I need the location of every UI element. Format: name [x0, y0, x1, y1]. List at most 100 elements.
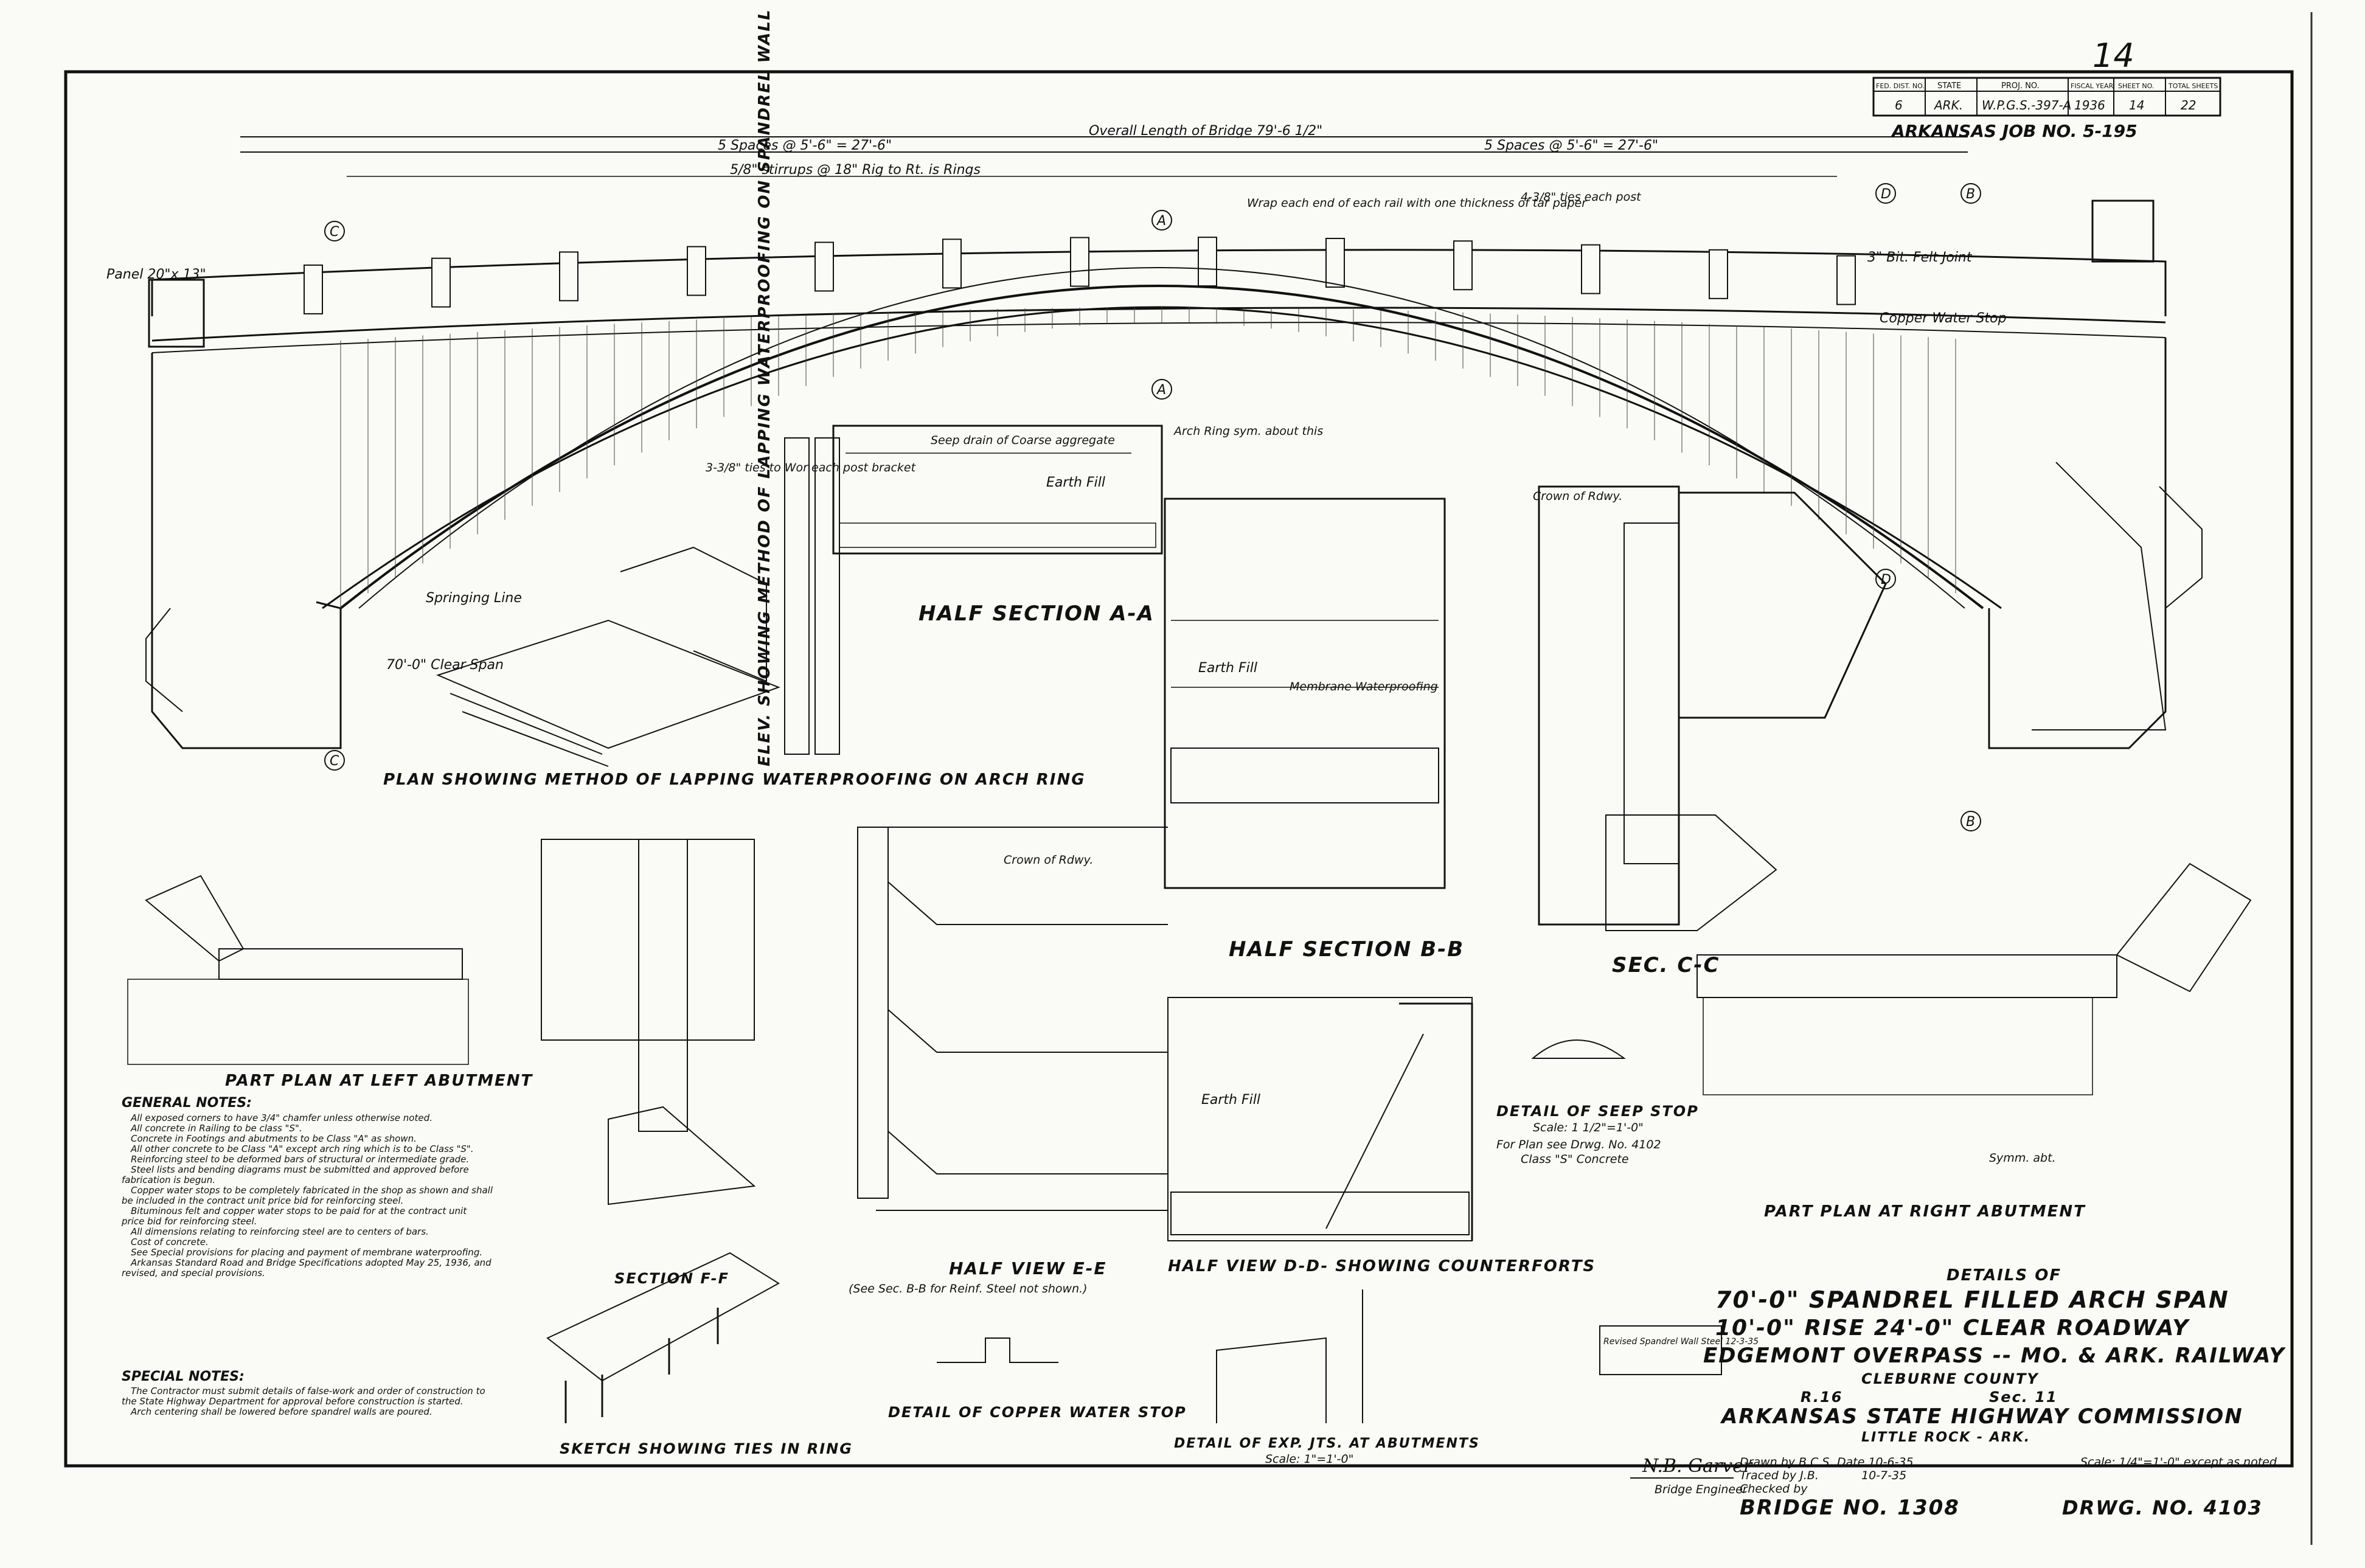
railing-post	[1581, 244, 1600, 294]
part-plan-right-title: PART PLAN AT RIGHT ABUTMENT	[1764, 1202, 2086, 1221]
railing-post	[814, 241, 834, 292]
stirrups-note: 5/8" stirrups @ 18" Rig to Rt. is Rings	[730, 162, 981, 178]
sheet-number: 14	[2092, 36, 2134, 75]
tb-value-2: W.P.G.S.-397-A	[1982, 98, 2071, 113]
crown-cc: Crown of Rdwy.	[1533, 490, 1622, 503]
drwg-no: DRWG. NO. 4103	[2062, 1496, 2263, 1519]
general-note-line: Steel lists and bending diagrams must be…	[122, 1164, 469, 1185]
job-number: ARKANSAS JOB NO. 5-195	[1891, 121, 2138, 141]
tb-header-3: FISCAL YEAR	[2071, 82, 2114, 90]
general-note-line: All exposed corners to have 3/4" chamfer…	[130, 1112, 432, 1123]
tb-value-1: ARK.	[1933, 98, 1963, 113]
outer-border	[64, 70, 2294, 1468]
engineer: Bridge Engineer	[1655, 1483, 1748, 1496]
svg-text:B: B	[1966, 814, 1975, 830]
bridge-elevation: Overall Length of Bridge 79'-6 1/2" 5 Sp…	[106, 123, 2203, 831]
special-note-line: The Contractor must submit details of fa…	[122, 1386, 485, 1407]
right-abutment-detail	[1679, 462, 2167, 730]
seep-stop-detail: DETAIL OF SEEP STOP Scale: 1 1/2"=1'-0" …	[1496, 1039, 1699, 1166]
spaces-right: 5 Spaces @ 5'-6" = 27'-6"	[1484, 138, 1658, 153]
svg-text:A: A	[1156, 213, 1166, 229]
svg-text:B: B	[1966, 187, 1975, 202]
section-cc: Crown of Rdwy. SEC. C-C	[1533, 485, 1777, 977]
tb-value-4: 14	[2129, 98, 2144, 113]
left-abutment-section	[541, 839, 756, 1205]
title-block-table: FED. DIST. NO. STATE PROJ. NO. FISCAL YE…	[1872, 77, 2221, 117]
part-plan-right: Symm. abt. PART PLAN AT RIGHT ABUTMENT	[1696, 862, 2252, 1221]
general-note-line: All concrete in Railing to be class "S".	[130, 1123, 302, 1134]
plan-lapping-sketch: PLAN SHOWING METHOD OF LAPPING WATERPROO…	[383, 546, 1085, 789]
general-note-line: Copper water stops to be completely fabr…	[122, 1185, 493, 1206]
exp-jts-scale: Scale: 1"=1'-0"	[1265, 1452, 1353, 1466]
railing-post	[1836, 255, 1856, 305]
railing-post	[431, 257, 451, 308]
half-section-aa-title: HALF SECTION A-A	[919, 602, 1155, 626]
copper-stop-detail: DETAIL OF COPPER WATER STOP	[888, 1337, 1187, 1421]
svg-text:A: A	[1156, 383, 1166, 398]
svg-text:D: D	[1881, 572, 1891, 588]
general-note-line: Arkansas Standard Road and Bridge Specif…	[122, 1257, 491, 1278]
elev-lapping-title: ELEV. SHOWING METHOD OF LAPPING WATERPRO…	[755, 9, 774, 766]
half-view-ee-sub: (See Sec. B-B for Reinf. Steel not shown…	[849, 1282, 1088, 1296]
traced-by: Traced by J.B.	[1740, 1469, 1819, 1482]
general-note-line: Reinforcing steel to be deformed bars of…	[131, 1154, 469, 1165]
seep-stop-title: DETAIL OF SEEP STOP	[1496, 1103, 1699, 1120]
drawing-title-block: DETAILS OF 70'-0" SPANDREL FILLED ARCH S…	[1630, 1266, 2286, 1520]
arch-ring-sym: Arch Ring sym. about this	[1173, 425, 1323, 438]
seep-class: Class "S" Concrete	[1521, 1153, 1629, 1166]
spaces-left: 5 Spaces @ 5'-6" = 27'-6"	[718, 138, 892, 153]
railing-post	[1453, 240, 1473, 291]
wrap-note: Wrap each end of each rail with one thic…	[1247, 196, 1587, 210]
special-notes-heading: SPECIAL NOTES:	[122, 1369, 245, 1384]
date1: Date 10-6-35	[1837, 1455, 1914, 1469]
tb-header-1: STATE	[1937, 82, 1961, 91]
half-section-bb-title: HALF SECTION B-B	[1229, 937, 1464, 962]
engineer-signature: N.B. Garver	[1642, 1455, 1753, 1477]
general-note-line: All dimensions relating to reinforcing s…	[130, 1226, 429, 1237]
half-view-ee: Crown of Rdwy. HALF VIEW E-E (See Sec. B…	[849, 827, 1168, 1296]
half-section-bb: Earth Fill Membrane Waterproofing HALF S…	[1164, 498, 1464, 962]
copper-stop-title: DETAIL OF COPPER WATER STOP	[888, 1404, 1187, 1421]
details-of: DETAILS OF	[1947, 1266, 2061, 1285]
half-view-ee-title: HALF VIEW E-E	[949, 1258, 1107, 1278]
part-plan-left: PART PLAN AT LEFT ABUTMENT	[127, 875, 533, 1090]
railing-post	[687, 246, 706, 296]
panel-label: Panel 20"x 13"	[106, 267, 206, 282]
railing-post	[1070, 237, 1089, 287]
tb-value-5: 22	[2181, 98, 2196, 113]
exp-jts-detail: DETAIL OF EXP. JTS. AT ABUTMENTS Scale: …	[1174, 1289, 1480, 1466]
part-plan-left-title: PART PLAN AT LEFT ABUTMENT	[225, 1072, 533, 1090]
railing-post	[942, 238, 962, 289]
symm-label: Symm. abt.	[1989, 1151, 2056, 1165]
title-line3: EDGEMONT OVERPASS -- MO. & ARK. RAILWAY	[1703, 1344, 2286, 1368]
tb-header-5: TOTAL SHEETS	[2168, 82, 2218, 90]
seep-plan: For Plan see Drwg. No. 4102	[1496, 1138, 1661, 1151]
overall-length: Overall Length of Bridge 79'-6 1/2"	[1089, 123, 1322, 139]
sketch-ties: SECTION F-F SKETCH SHOWING TIES IN RING	[546, 1252, 853, 1457]
special-note-line: Arch centering shall be lowered before s…	[130, 1406, 432, 1417]
ties-bracket-note: 3-3/8" ties to Wor each post bracket	[706, 461, 917, 474]
sketch-ties-title: SKETCH SHOWING TIES IN RING	[560, 1440, 853, 1457]
ties-post-note: 4-3/8" ties each post	[1521, 190, 1642, 204]
general-note-line: See Special provisions for placing and p…	[131, 1247, 482, 1258]
general-note-line: All other concrete to be Class "A" excep…	[130, 1143, 474, 1154]
title-line1: 70'-0" SPANDREL FILLED ARCH SPAN	[1715, 1286, 2229, 1313]
railing-post	[559, 251, 578, 302]
copper-water-stop-label: Copper Water Stop	[1880, 311, 2007, 326]
title-line2: 10'-0" RISE 24'-0" CLEAR ROADWAY	[1715, 1316, 2190, 1341]
half-view-dd-title: HALF VIEW D-D- SHOWING COUNTERFORTS	[1168, 1257, 1596, 1275]
earth-fill-dd: Earth Fill	[1201, 1092, 1260, 1108]
railing-post	[1325, 238, 1345, 288]
drawn-by: Drawn by B.C.S.	[1740, 1455, 1833, 1469]
exp-jts-title: DETAIL OF EXP. JTS. AT ABUTMENTS	[1174, 1436, 1480, 1451]
sec: Sec. 11	[1989, 1389, 2058, 1406]
seep-drain: Seep drain of Coarse aggregate	[931, 434, 1115, 447]
svg-text:C: C	[330, 224, 339, 240]
city: LITTLE ROCK - ARK.	[1861, 1430, 2030, 1445]
membrane-bb: Membrane Waterproofing	[1290, 680, 1438, 693]
tb-header-2: PROJ. NO.	[2001, 82, 2040, 91]
half-section-aa: Seep drain of Coarse aggregate Earth Fil…	[832, 425, 1163, 626]
general-note-line: Cost of concrete.	[131, 1237, 209, 1247]
springing-line: Springing Line	[426, 591, 522, 606]
